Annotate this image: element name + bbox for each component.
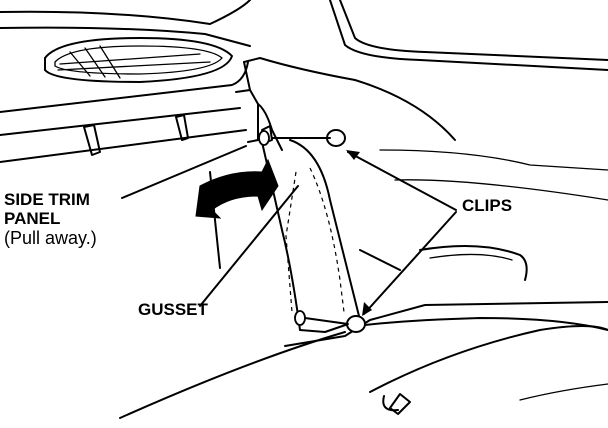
upper-window-frame bbox=[0, 0, 608, 71]
clips-leader-upper bbox=[347, 151, 457, 211]
leader-lines bbox=[121, 145, 457, 316]
clip-icon bbox=[294, 310, 366, 333]
side-trim-leader bbox=[121, 145, 247, 199]
pull-away-note: (Pull away.) bbox=[4, 228, 97, 248]
pull-direction-arrow-icon bbox=[195, 158, 279, 219]
side-trim-panel-label-line1: SIDE TRIM bbox=[4, 190, 90, 209]
clips-label: CLIPS bbox=[462, 196, 513, 215]
rear-speaker bbox=[44, 37, 233, 83]
clip-icon bbox=[258, 129, 346, 147]
side-trim-panel-label-line2: PANEL bbox=[4, 209, 61, 228]
clips-leader-lower bbox=[363, 211, 457, 315]
gusset-shape bbox=[285, 167, 345, 313]
rear-shelf bbox=[0, 61, 249, 163]
trunk-floor bbox=[119, 301, 608, 419]
gusset-leader bbox=[199, 185, 299, 307]
gusset-label: GUSSET bbox=[138, 300, 208, 319]
